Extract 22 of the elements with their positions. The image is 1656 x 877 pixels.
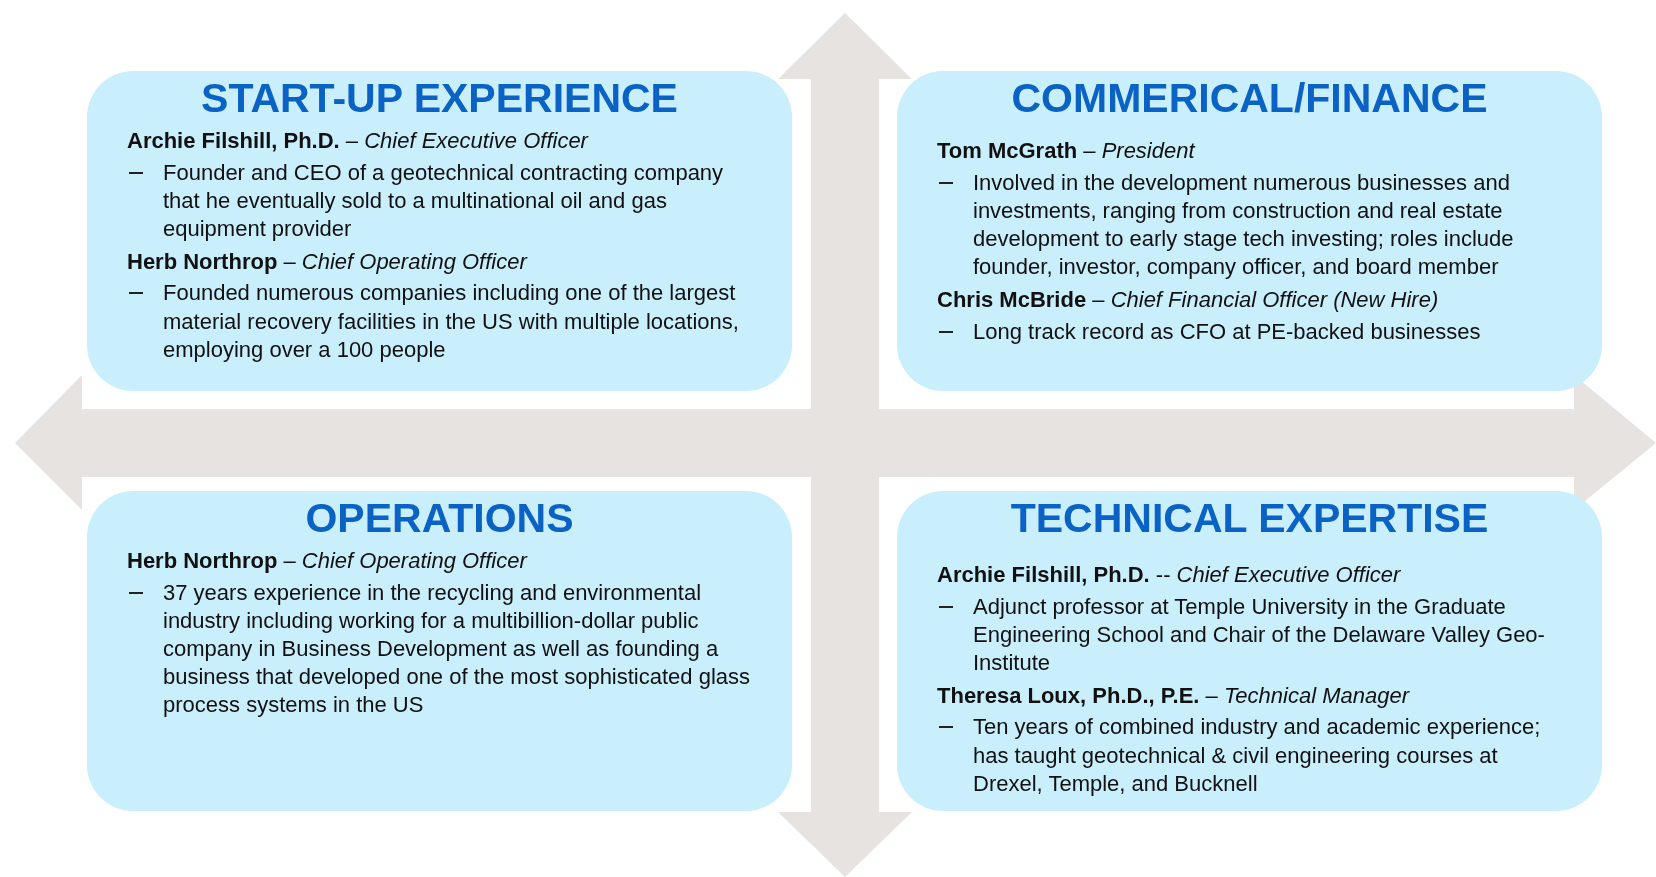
panel-heading: TECHNICAL EXPERTISE bbox=[1009, 495, 1490, 543]
person-title: Tom McGrath – President bbox=[937, 138, 1197, 165]
panel-heading: START-UP EXPERIENCE bbox=[200, 75, 679, 123]
bio-text: Involved in the development numerous businesses and investments, ranging from construction and real estate development to early stage tech investing; roles include founder, investor, company officer, and board member bbox=[973, 169, 1514, 279]
person-title: Archie Filshill, Ph.D. -- Chief Executive Officer bbox=[937, 562, 1402, 589]
bio-text: Founded numerous companies including one of the largest material recovery facilities in the US with multiple locations, employing over a 100 people bbox=[163, 280, 739, 362]
bio-text: Ten years of combined industry and academic experience; has taught geotechnical & civil engineering courses at Drexel, Temple, and Bucknell bbox=[973, 714, 1541, 796]
panel-heading: OPERATIONS bbox=[304, 495, 575, 543]
person-title: Theresa Loux, Ph.D., P.E. – Technical Manager bbox=[937, 683, 1411, 710]
bio-text: Adjunct professor at Temple University in the Graduate Engineering School and Chair of the Delaware Valley Geo-Institute bbox=[973, 593, 1545, 675]
bio-text: 37 years experience in the recycling and environmental industry including working for a multibillion-dollar public company in Business Development as well as founding a business that developed one of the most sophisticated glass process systems in the US bbox=[163, 579, 751, 718]
person-title: Herb Northrop – Chief Operating Officer bbox=[127, 548, 529, 575]
person-title: Herb Northrop – Chief Operating Officer bbox=[127, 249, 529, 276]
person-title: Chris McBride – Chief Financial Officer (New Hire) bbox=[937, 287, 1440, 314]
category-panel bbox=[897, 491, 1602, 811]
category-panel bbox=[87, 71, 792, 391]
bio-text: Founder and CEO of a geotechnical contracting company that he eventually sold to a multinational oil and gas equipment provider bbox=[163, 159, 724, 241]
category-panel bbox=[87, 491, 792, 811]
bio-text: Long track record as CFO at PE-backed businesses bbox=[973, 318, 1481, 344]
panel-heading: COMMERICAL/FINANCE bbox=[1010, 75, 1489, 123]
person-title: Archie Filshill, Ph.D. – Chief Executive Officer bbox=[127, 128, 590, 155]
category-panel bbox=[897, 71, 1602, 391]
